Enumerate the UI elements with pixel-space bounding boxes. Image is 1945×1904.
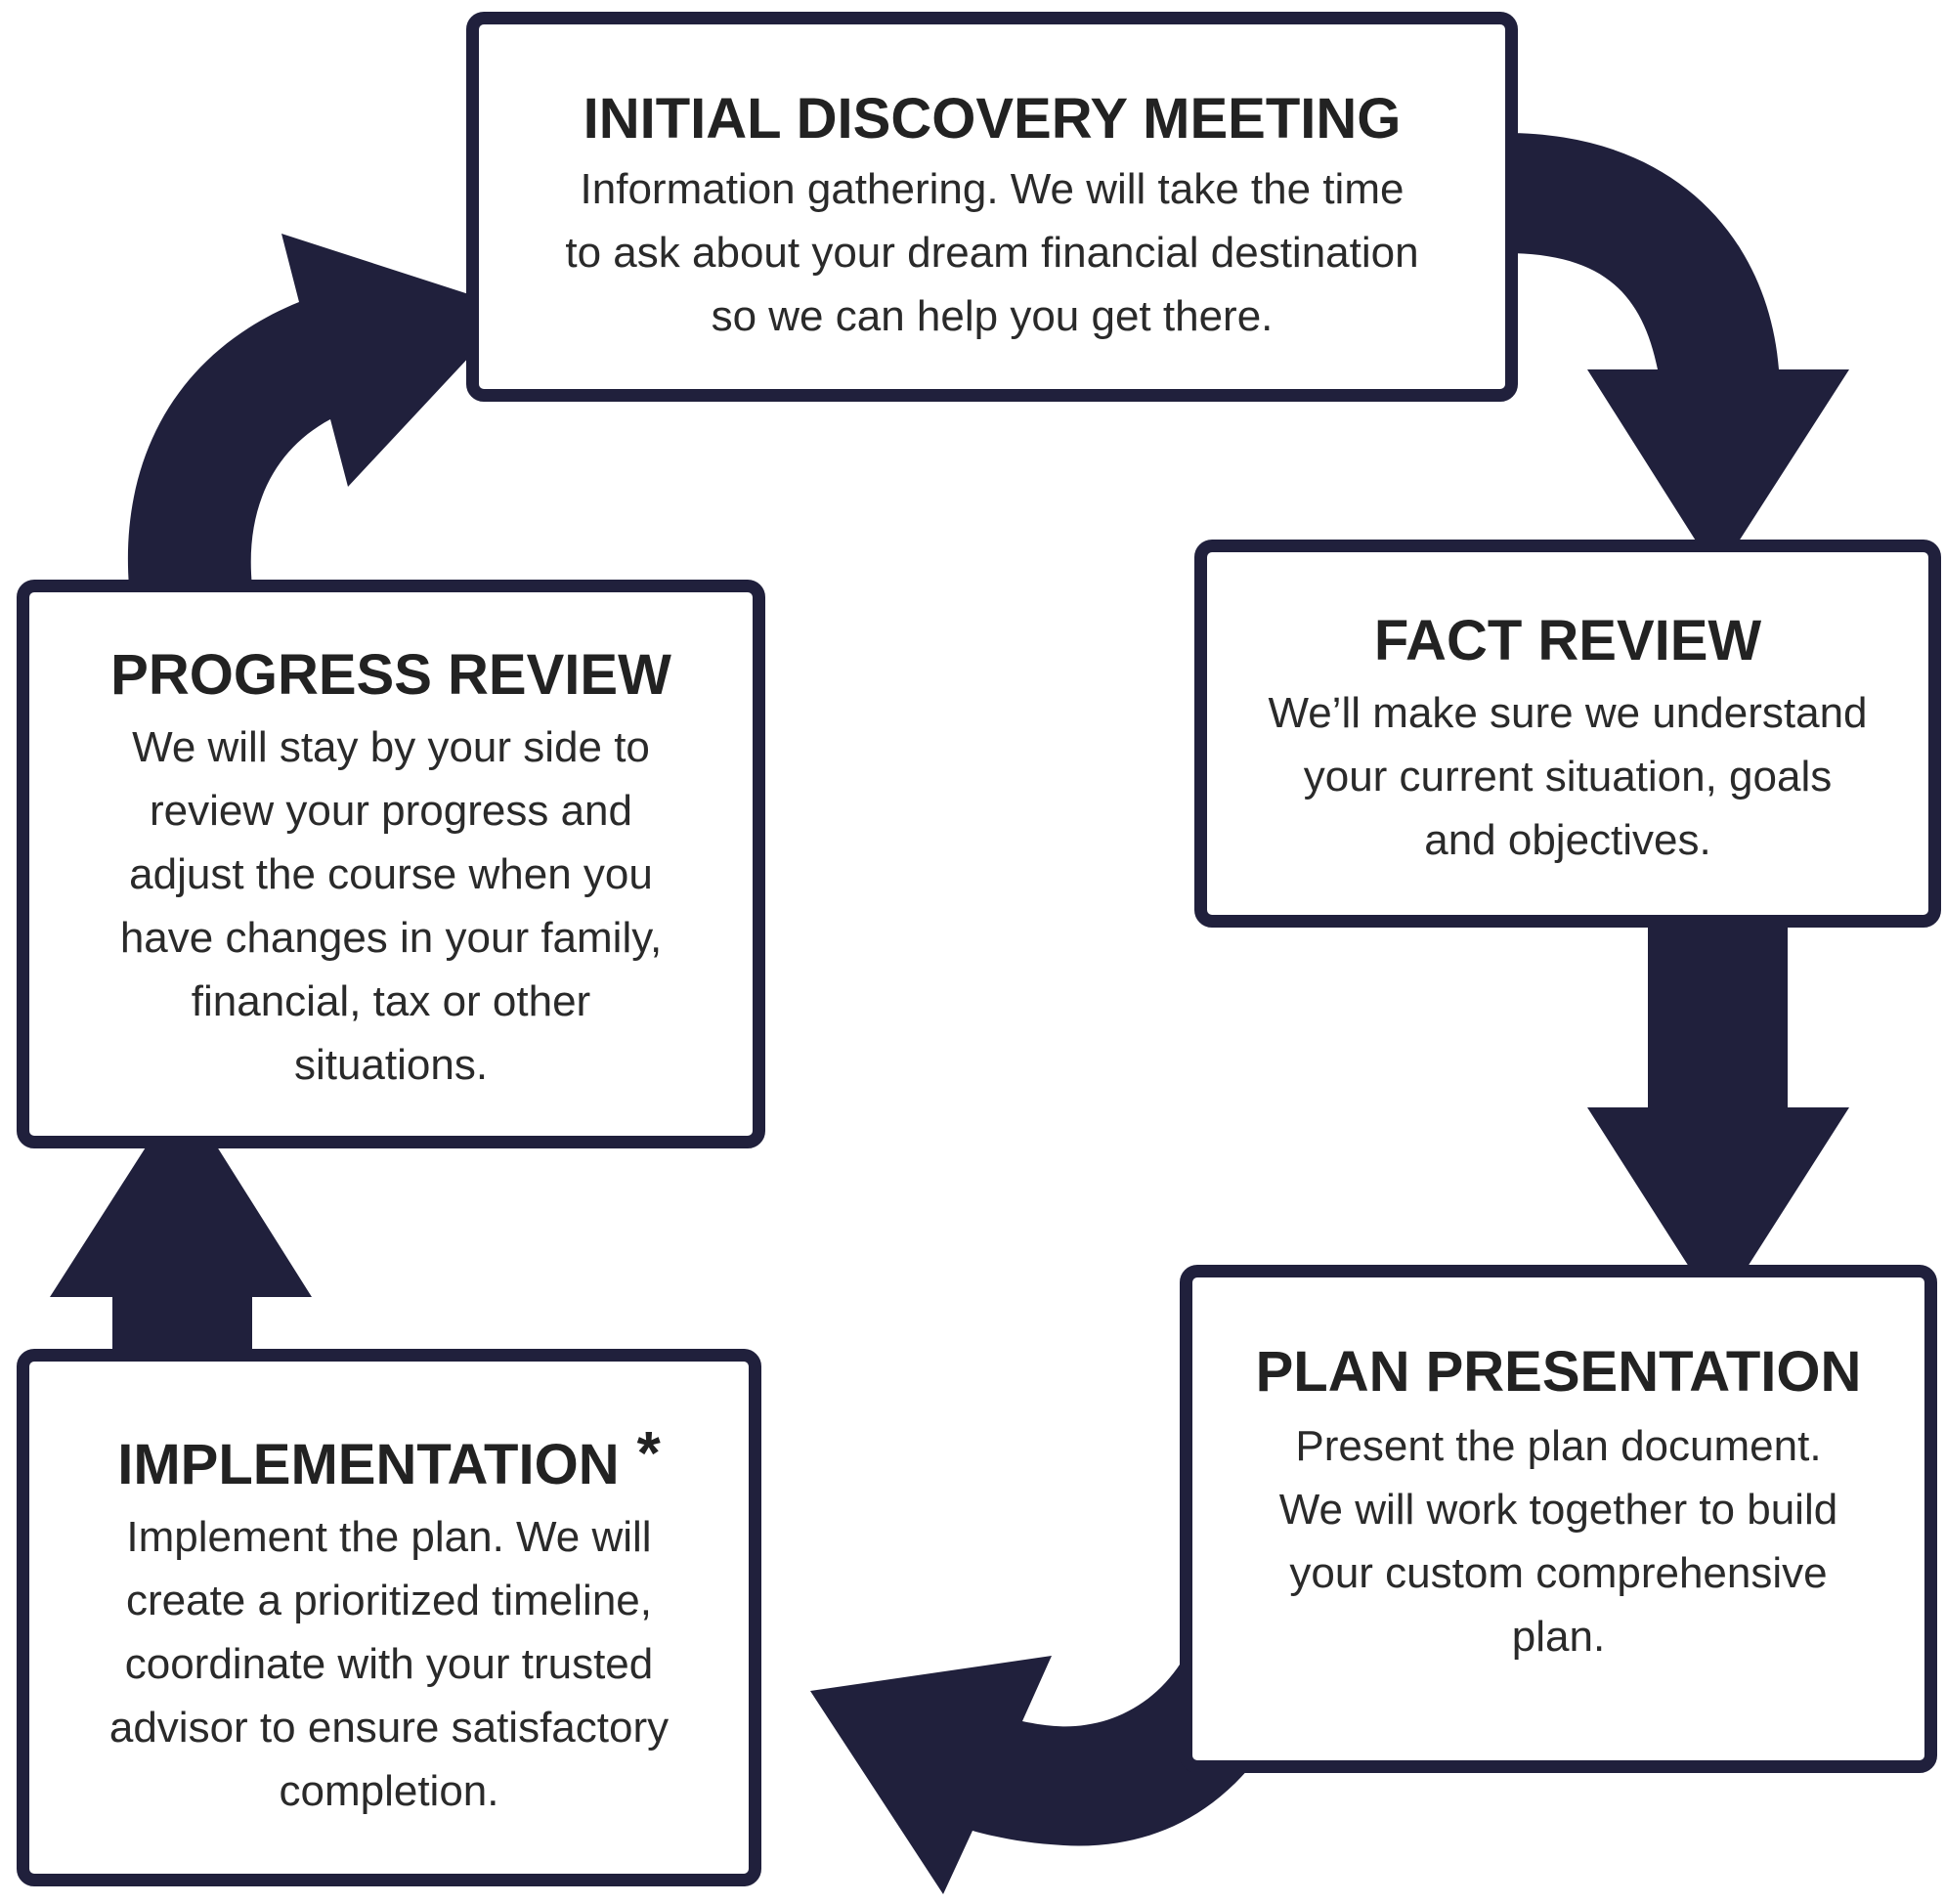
- step-description-line: coordinate with your trusted: [124, 1640, 654, 1688]
- step-description-line: to ask about your dream financial destin…: [565, 229, 1419, 277]
- arrow-plan-to-implementation: [810, 1652, 1271, 1894]
- step-description-line: Present the plan document.: [1295, 1422, 1822, 1470]
- step-description: We’ll make sure we understand your curre…: [1268, 681, 1867, 872]
- step-description-line: have changes in your family,: [119, 914, 663, 962]
- step-description-line: We’ll make sure we understand: [1268, 689, 1868, 737]
- step-initial-discovery-meeting: INITIAL DISCOVERY MEETING Information ga…: [466, 12, 1518, 402]
- step-description-line: plan.: [1511, 1613, 1606, 1661]
- step-description-line: We will stay by your side to: [132, 723, 650, 771]
- step-progress-review: PROGRESS REVIEW We will stay by your sid…: [17, 580, 765, 1148]
- step-description: Information gathering. We will take the …: [565, 157, 1418, 348]
- step-description: Implement the plan. We will create a pri…: [109, 1505, 669, 1823]
- arrow-progress-to-initial: [127, 234, 514, 586]
- step-description-line: and objectives.: [1424, 816, 1711, 864]
- step-title: INITIAL DISCOVERY MEETING: [583, 87, 1402, 151]
- step-description-line: situations.: [293, 1041, 489, 1089]
- step-description-line: review your progress and: [149, 787, 632, 835]
- step-description-line: financial, tax or other: [191, 977, 591, 1025]
- step-title: PROGRESS REVIEW: [110, 643, 671, 707]
- step-description-line: We will work together to build: [1278, 1486, 1838, 1534]
- step-plan-presentation: PLAN PRESENTATION Present the plan docum…: [1180, 1265, 1937, 1773]
- step-description-line: adjust the course when you: [129, 850, 653, 898]
- step-description-line: so we can help you get there.: [711, 292, 1274, 340]
- step-description-line: advisor to ensure satisfactory: [108, 1704, 670, 1752]
- step-description-line: Implement the plan. We will: [126, 1513, 652, 1561]
- arrow-fact-to-plan: [1587, 919, 1849, 1313]
- step-fact-review: FACT REVIEW We’ll make sure we understan…: [1194, 540, 1941, 928]
- step-title-row: IMPLEMENTATION *: [117, 1420, 661, 1499]
- asterisk-footnote-marker: *: [636, 1420, 661, 1488]
- step-description: We will stay by your side to review your…: [120, 715, 662, 1097]
- step-title: IMPLEMENTATION: [117, 1433, 620, 1496]
- step-implementation: IMPLEMENTATION * Implement the plan. We w…: [17, 1349, 761, 1886]
- step-description-line: Information gathering. We will take the …: [580, 165, 1405, 213]
- step-title: PLAN PRESENTATION: [1255, 1340, 1862, 1404]
- step-description-line: create a prioritized timeline,: [125, 1577, 652, 1624]
- arrow-implementation-to-progress: [50, 1091, 312, 1359]
- step-description: Present the plan document. We will work …: [1279, 1414, 1837, 1668]
- step-description-line: completion.: [279, 1767, 499, 1815]
- step-title: FACT REVIEW: [1373, 609, 1762, 672]
- arrow-initial-to-fact: [1505, 133, 1849, 575]
- step-description-line: your current situation, goals: [1303, 753, 1833, 801]
- step-description-line: your custom comprehensive: [1289, 1549, 1828, 1597]
